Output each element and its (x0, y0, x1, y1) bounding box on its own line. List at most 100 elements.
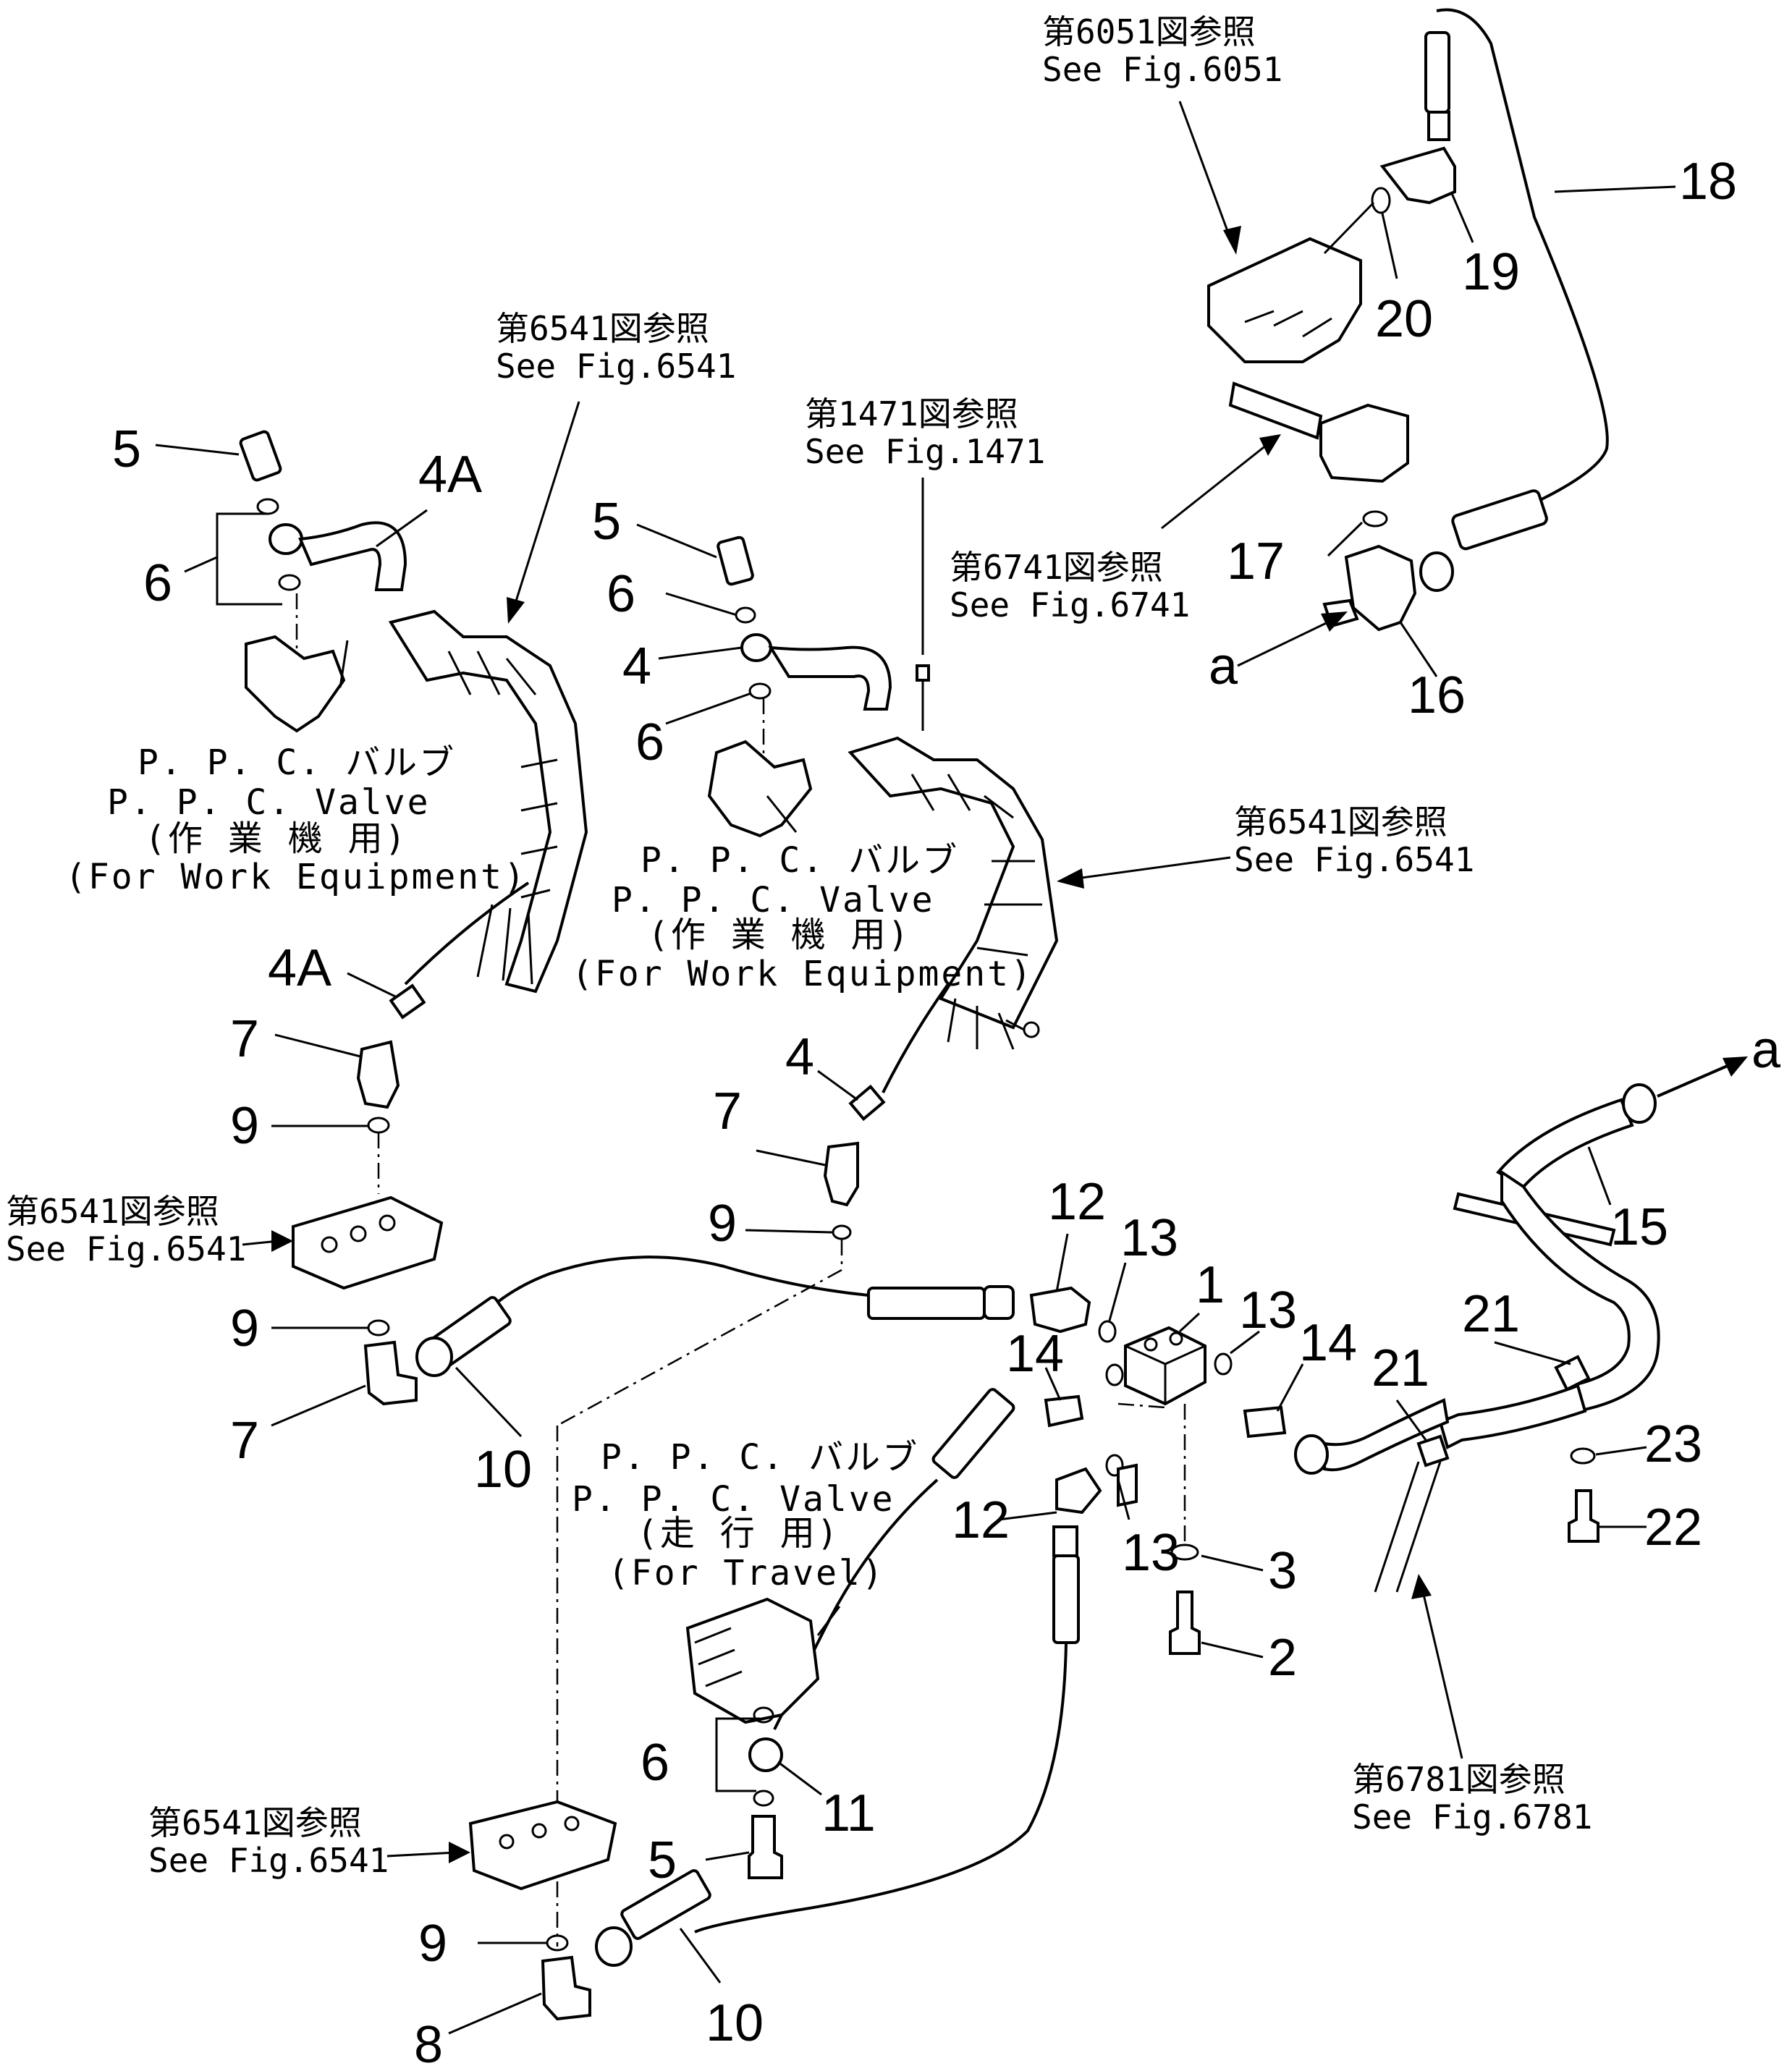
callout-17: 17 (1227, 533, 1285, 590)
frame-6781 (1374, 1461, 1442, 1593)
callout-9b: 9 (230, 1300, 259, 1358)
bracket-6-travel (715, 1717, 760, 1792)
ppc2-line4: (For Work Equipment) (572, 954, 1034, 994)
leader-3 (1201, 1554, 1264, 1572)
banjo-11 (748, 1737, 783, 1772)
hose-18-bottom-nut (1419, 551, 1454, 592)
o-ring-6-mid-bot (748, 682, 772, 700)
centerline-block-side (1117, 1402, 1166, 1409)
block-1-hole-b (1169, 1331, 1183, 1346)
leader-2 (1201, 1641, 1264, 1659)
callout-4b: 4 (622, 638, 651, 695)
valve-6051-leader (1323, 201, 1375, 255)
leader-13b (1230, 1330, 1260, 1355)
ppc3-line3: (走 行 用) (637, 1513, 840, 1554)
elbow-12-upper (1029, 1286, 1091, 1334)
leader-15 (1587, 1146, 1612, 1206)
ppc1-leader (339, 640, 349, 688)
callout-a-right: a (1751, 1021, 1781, 1079)
ref-6741-en: See Fig.6741 (950, 585, 1190, 624)
callout-5c: 5 (648, 1831, 677, 1889)
leader-11 (777, 1761, 822, 1796)
leader-5c (705, 1851, 750, 1861)
callout-4A-bot: 4A (268, 939, 331, 997)
harness-mid-tag (1023, 1021, 1040, 1038)
ppc-block-6541-bottom (468, 1800, 617, 1891)
hose-10-mid-end (931, 1388, 1015, 1479)
harness-left-wraps (447, 651, 558, 899)
o-ring-9-left-top (367, 1117, 390, 1134)
valve-captions: P. P. C. バルブ P. P. C. Valve (作 業 機 用) (F… (65, 742, 1034, 1593)
block-bottom-port-3 (564, 1816, 580, 1831)
callout-19: 19 (1462, 243, 1520, 301)
ref-6051-en: See Fig.6051 (1042, 50, 1282, 89)
bracket-6-left (216, 512, 282, 606)
arrow-a-top-head (1321, 611, 1348, 632)
hose-10-lower-end (620, 1869, 711, 1940)
leader-7a (274, 1033, 361, 1058)
tee-16 (1344, 544, 1417, 632)
hose-4-upper (768, 645, 892, 711)
arrow-a-top-shaft (1237, 617, 1336, 667)
hose-4A-lower (404, 881, 530, 986)
callout-10a: 10 (474, 1441, 532, 1499)
callout-7c: 7 (713, 1083, 742, 1140)
ppc3-line1: P. P. C. バルブ (601, 1437, 919, 1478)
callout-6c: 6 (635, 713, 664, 771)
hose-10-lower-end-top (1052, 1554, 1080, 1644)
callout-2: 2 (1268, 1629, 1297, 1687)
o-ring-6-left-top (256, 498, 279, 515)
leader-6a (184, 556, 218, 573)
ppc-valve-work-mid (707, 740, 813, 838)
ref-6741-jp: 第6741図参照 (950, 548, 1163, 587)
callout-8: 8 (414, 2016, 443, 2067)
ppc2-line2: P. P. C. Valve (612, 880, 935, 920)
o-ring-6-travel-top (753, 1706, 774, 1724)
fitting-5-left (239, 430, 282, 482)
arrow-1471-target (916, 664, 930, 682)
clamp-21-left (1416, 1434, 1450, 1468)
hose-4A-upper (298, 521, 407, 591)
arrow-6741-shaft (1161, 444, 1267, 530)
fitting-5-mid (717, 535, 754, 586)
hose-10-upper-line (462, 1255, 869, 1340)
callout-21b: 21 (1372, 1339, 1429, 1397)
hose-15-curve (1500, 1169, 1660, 1413)
ref-6541d-en: See Fig.6541 (148, 1841, 389, 1880)
callout-7b: 7 (230, 1412, 259, 1470)
ref-1471-en: See Fig.1471 (805, 432, 1045, 471)
arrow-6541d-shaft (386, 1851, 457, 1858)
connector-14-left (1044, 1394, 1084, 1428)
harness-mid-wraps (910, 774, 1042, 957)
elbow-7-left-bot (363, 1340, 418, 1406)
leader-6b (665, 592, 737, 617)
leader-20 (1381, 213, 1398, 279)
hose-10-lower-nut (595, 1926, 633, 1967)
leaders (155, 101, 1676, 2035)
callout-13b: 13 (1239, 1282, 1297, 1339)
block-1-hole-a (1144, 1337, 1158, 1352)
callout-4A-top: 4A (418, 446, 482, 504)
callout-6b: 6 (607, 565, 635, 623)
o-ring-13-lower (1105, 1454, 1124, 1477)
callout-15: 15 (1610, 1198, 1668, 1256)
leader-8 (448, 1992, 542, 2035)
leader-7b (271, 1384, 366, 1427)
ppc2-line3: (作 業 機 用) (648, 915, 911, 955)
hose-18-bottom-end (1451, 489, 1548, 551)
callout-14a: 14 (1006, 1325, 1064, 1383)
o-ring-6-mid-top (735, 606, 756, 624)
ref-6541d-jp: 第6541図参照 (148, 1803, 362, 1842)
ref-6541a-jp: 第6541図参照 (496, 309, 709, 348)
leader-23 (1595, 1446, 1647, 1456)
o-ring-13-upper (1098, 1320, 1117, 1343)
hose-10-upper-end-right (867, 1287, 986, 1320)
arrow-6781-shaft (1421, 1588, 1463, 1759)
leader-4A-bot (347, 972, 397, 999)
ppc2-line1: P. P. C. バルブ (641, 840, 959, 881)
hose-10-upper-nut-right (983, 1285, 1015, 1320)
ppc1-line1: P. P. C. バルブ (138, 742, 456, 783)
harness-mid-tag-wire (1005, 1019, 1025, 1031)
